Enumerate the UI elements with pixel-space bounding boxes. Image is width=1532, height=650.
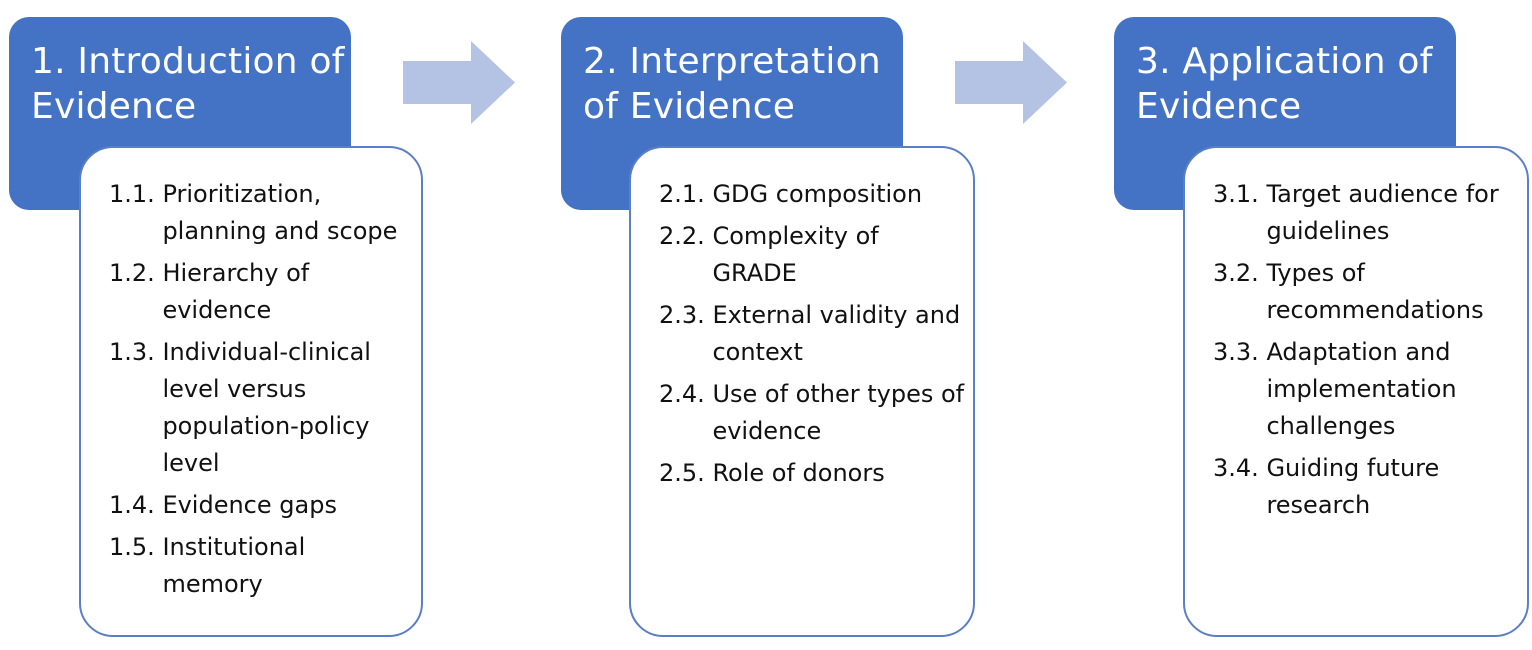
item-text: Hierarchy of evidence [162,259,310,324]
list-item: 2.1. GDG composition [659,176,973,213]
arrow-right-icon [955,41,1067,124]
item-text: Role of donors [712,459,885,487]
item-number: 2.3. [659,301,705,329]
item-text: Evidence gaps [162,491,337,519]
item-number: 1.5. [109,533,155,561]
item-text: Target audience for guidelines [1266,180,1499,245]
phase-2-item-list: 2.1. GDG composition 2.2. Complexity of … [659,176,973,492]
arrow-shape [955,41,1067,124]
item-number: 1.2. [109,259,155,287]
list-item: 1.3. Individual-clinical level versus po… [109,334,421,482]
item-text: Institutional memory [162,533,306,598]
item-number: 3.3. [1213,338,1259,366]
arrow-shape [403,41,515,124]
item-number: 2.4. [659,380,705,408]
item-text: GDG composition [712,180,923,208]
arrow-right-icon [403,41,515,124]
item-number: 3.2. [1213,259,1259,287]
item-number: 3.4. [1213,454,1259,482]
list-item: 1.2. Hierarchy of evidence [109,255,421,329]
item-number: 2.2. [659,222,705,250]
list-item: 2.2. Complexity of GRADE [659,218,973,292]
item-text: Types of recommendations [1266,259,1484,324]
list-item: 3.3. Adaptation and implementation chall… [1213,334,1527,445]
list-item: 3.1. Target audience for guidelines [1213,176,1527,250]
item-number: 3.1. [1213,180,1259,208]
item-text: Adaptation and implementation challenges [1266,338,1457,440]
list-item: 2.5. Role of donors [659,455,973,492]
item-number: 2.5. [659,459,705,487]
item-text: Use of other types of evidence [712,380,965,445]
item-number: 2.1. [659,180,705,208]
item-text: Guiding future research [1266,454,1440,519]
phase-2-details: 2.1. GDG composition 2.2. Complexity of … [629,146,975,637]
list-item: 2.3. External validity and context [659,297,973,371]
phase-2-title: 2. Interpretation of Evidence [583,41,881,127]
phase-3-item-list: 3.1. Target audience for guidelines 3.2.… [1213,176,1527,524]
phase-1-item-list: 1.1. Prioritization, planning and scope … [109,176,421,603]
list-item: 3.4. Guiding future research [1213,450,1527,524]
item-text: Prioritization, planning and scope [162,180,398,245]
phase-1-title: 1. Introduction of Evidence [31,41,345,127]
phase-3-header: 3. Application of Evidence [1114,17,1456,210]
phase-1-details: 1.1. Prioritization, planning and scope … [79,146,423,637]
item-number: 1.4. [109,491,155,519]
phase-3-details: 3.1. Target audience for guidelines 3.2.… [1183,146,1529,637]
item-number: 1.1. [109,180,155,208]
list-item: 3.2. Types of recommendations [1213,255,1527,329]
list-item: 2.4. Use of other types of evidence [659,376,973,450]
list-item: 1.5. Institutional memory [109,529,421,603]
item-text: Complexity of GRADE [712,222,879,287]
item-number: 1.3. [109,338,155,366]
list-item: 1.1. Prioritization, planning and scope [109,176,421,250]
phase-3-title: 3. Application of Evidence [1136,41,1433,127]
item-text: External validity and context [712,301,961,366]
item-text: Individual-clinical level versus populat… [162,338,371,477]
list-item: 1.4. Evidence gaps [109,487,421,524]
